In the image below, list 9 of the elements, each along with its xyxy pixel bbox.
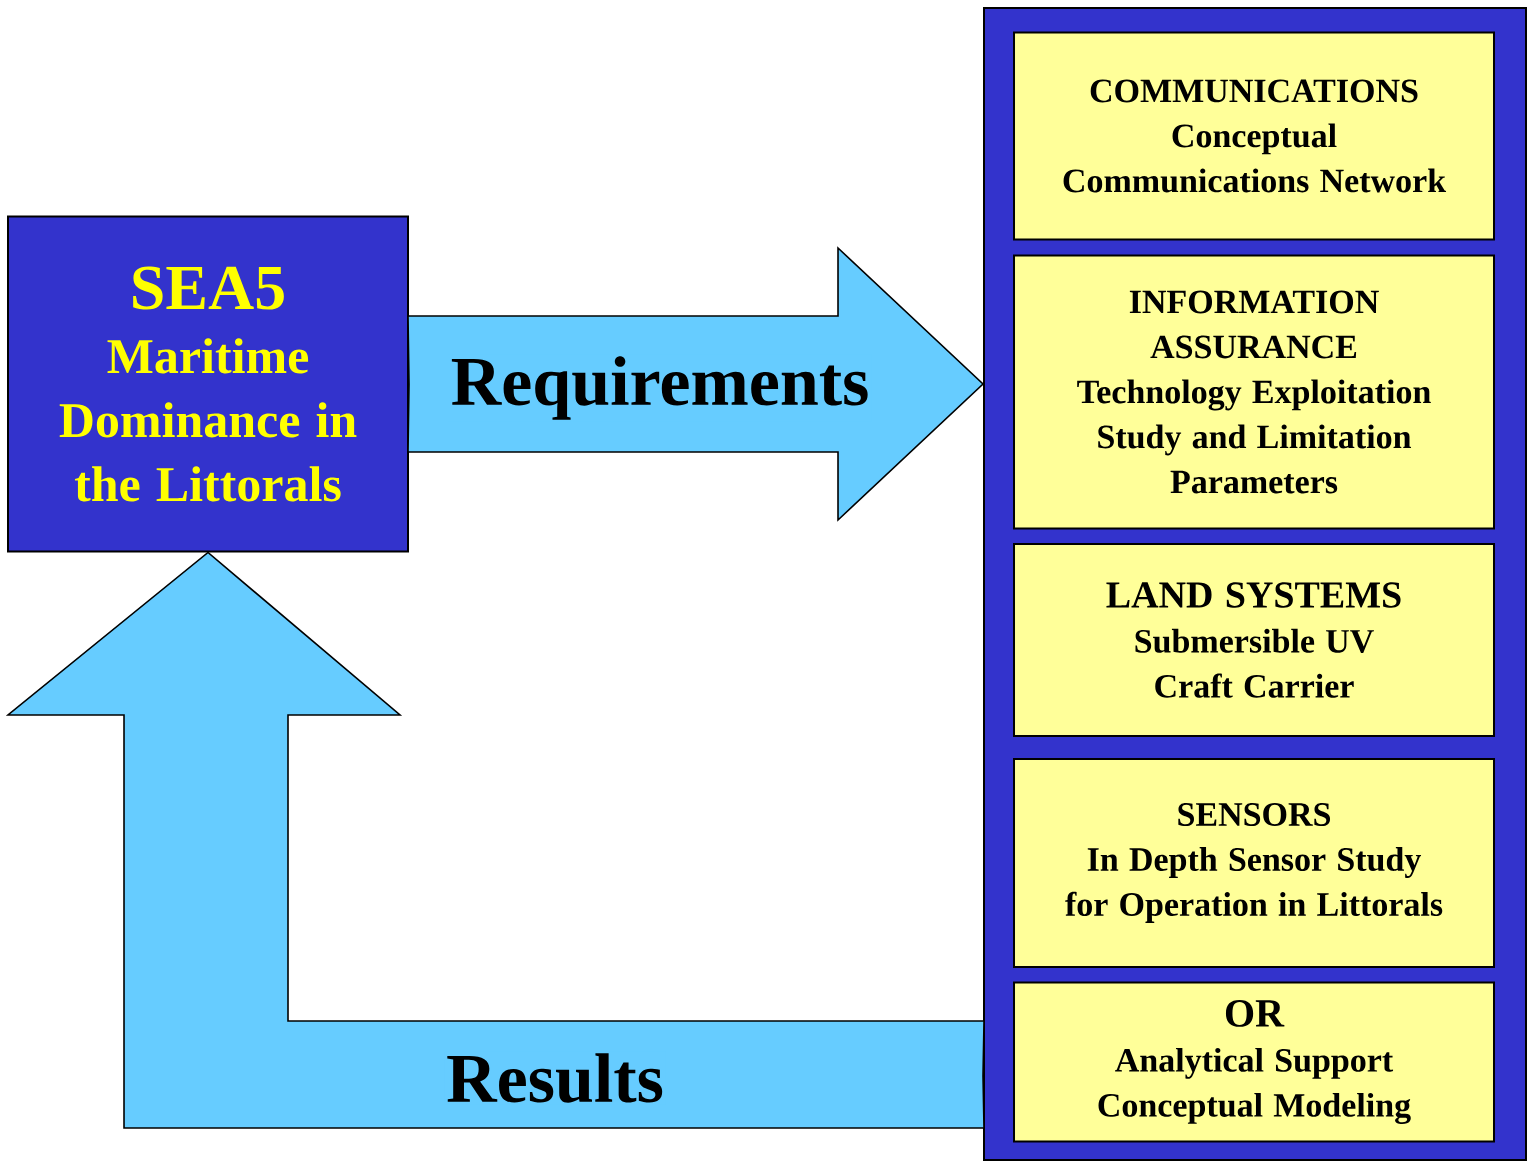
text-box: LAND SYSTEMS Submersible UV Craft Carrier — [1013, 543, 1495, 737]
text-box: INFORMATION ASSURANCE Technology Exploitation Study and Limitation Parameters — [1013, 254, 1495, 530]
text-box: SENSORS In Depth Sensor Study for Operation in Littorals — [1013, 758, 1495, 968]
edge-label: Results — [444, 1051, 666, 1105]
text-box: OR Analytical Support Conceptual Modeling — [1013, 981, 1495, 1143]
text-box: COMMUNICATIONS Conceptual Communications Network — [1013, 31, 1495, 241]
edge-label: Requirements — [448, 354, 872, 422]
block-arrow — [5, 551, 985, 1129]
title-box: SEA5 Maritime Dominance in the Littorals — [7, 215, 409, 553]
